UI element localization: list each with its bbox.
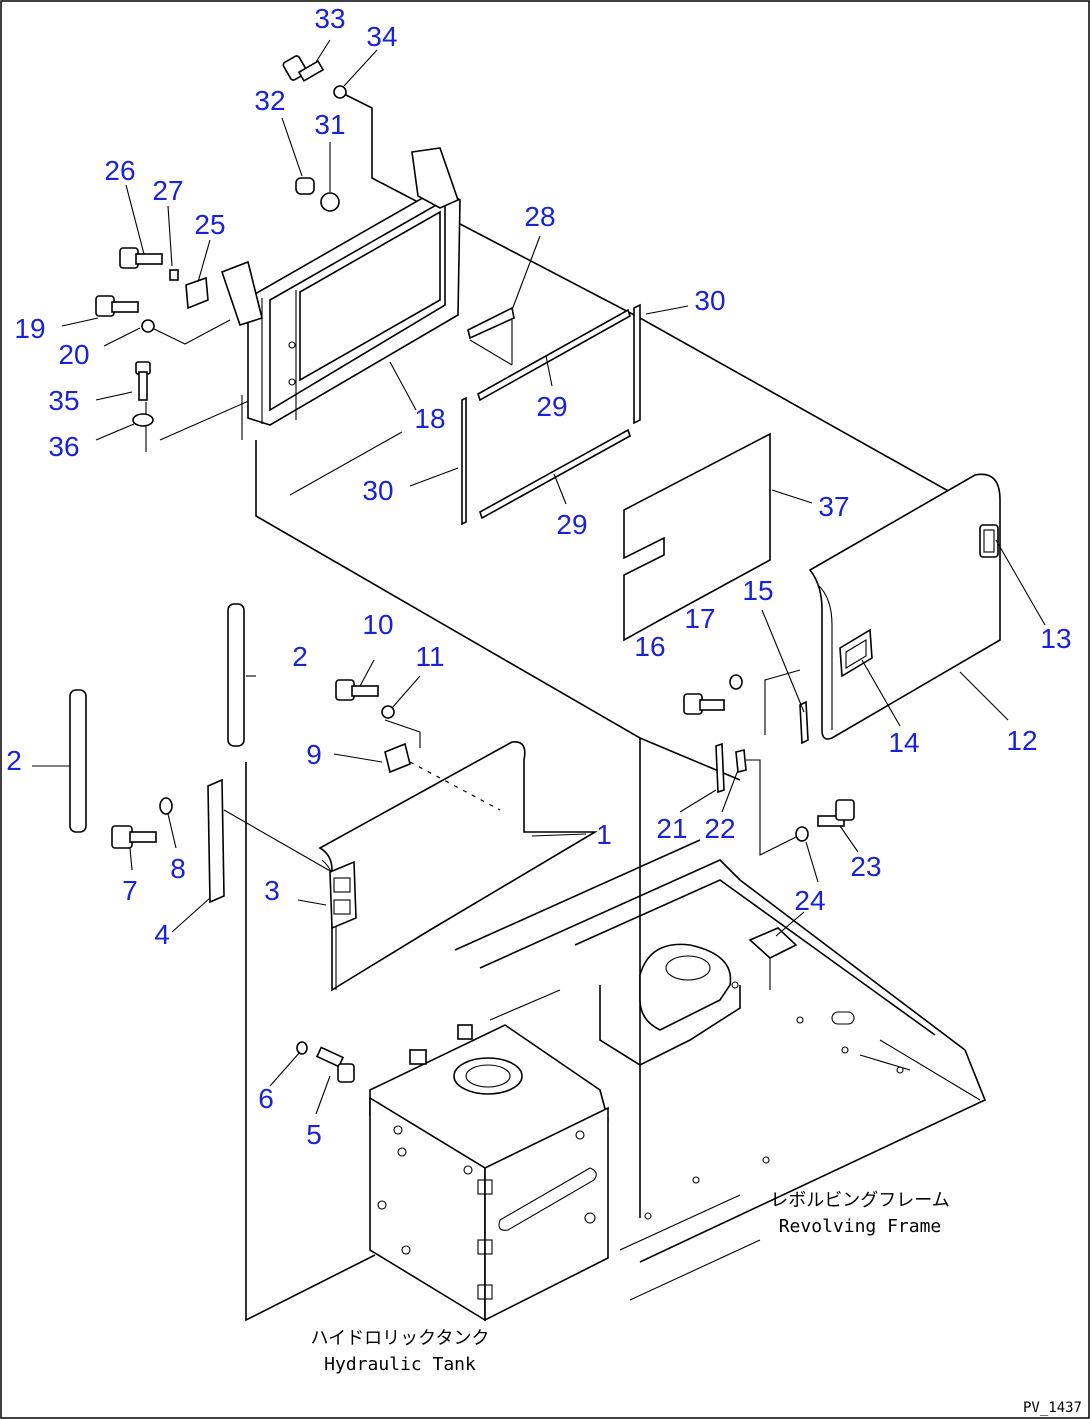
callout-5: 5 — [306, 1119, 322, 1150]
callout-4: 4 — [154, 919, 170, 950]
washer-20 — [141, 319, 155, 333]
seal-28 — [467, 306, 515, 340]
bolt-19 — [95, 295, 139, 317]
tank-cover — [318, 741, 598, 992]
callout-2-right: 2 — [292, 641, 308, 672]
callout-2-left: 2 — [6, 745, 22, 776]
callout-18: 18 — [414, 403, 445, 434]
callout-21: 21 — [656, 813, 687, 844]
callout-28: 28 — [524, 201, 555, 232]
caption-hydraulic-tank-jp: ハイドロリックタンク — [311, 1328, 490, 1349]
washer-34 — [333, 85, 347, 99]
washer-6 — [296, 1041, 308, 1055]
callout-17: 17 — [684, 603, 715, 634]
seal-strip-29-upper — [477, 308, 631, 402]
washer-24 — [795, 826, 809, 842]
drawing-code: PV_1437 — [1023, 1400, 1082, 1416]
washer-27 — [169, 269, 179, 281]
callout-12: 12 — [1006, 725, 1037, 756]
callout-33: 33 — [314, 3, 345, 34]
callout-1: 1 — [596, 819, 612, 850]
hinge-21 — [715, 742, 725, 794]
radiator-guard-frame — [220, 147, 461, 440]
washer-11 — [381, 705, 395, 719]
callout-29-lower: 29 — [556, 509, 587, 540]
callout-29-upper: 29 — [536, 391, 567, 422]
callout-25: 25 — [194, 209, 225, 240]
callout-9: 9 — [306, 739, 322, 770]
callout-15: 15 — [742, 575, 773, 606]
bracket-4 — [207, 778, 225, 904]
callout-16: 16 — [634, 631, 665, 662]
callout-36: 36 — [48, 431, 79, 462]
leader-lines — [32, 39, 1046, 1115]
caption-revolving-frame-jp: レボルビングフレーム — [770, 1190, 949, 1211]
hinge-22 — [735, 748, 747, 774]
callout-27: 27 — [152, 175, 183, 206]
callout-32: 32 — [254, 85, 285, 116]
washer-8 — [159, 797, 173, 815]
callout-30-left: 30 — [362, 475, 393, 506]
callouts: 33 34 32 31 26 27 25 19 20 35 36 28 30 2… — [6, 3, 1071, 1150]
caption-revolving-frame-en: Revolving Frame — [779, 1216, 942, 1237]
hydraulic-tank — [369, 1024, 609, 1322]
callout-7: 7 — [122, 875, 138, 906]
callout-19: 19 — [14, 313, 45, 344]
seal-strip-29-lower — [479, 428, 631, 520]
seal-strip-30-left — [461, 396, 467, 526]
caption-hydraulic-tank-en: Hydraulic Tank — [324, 1354, 476, 1375]
seal-strip-2-right — [227, 603, 245, 747]
bolt-10 — [335, 679, 379, 701]
bolt-7 — [111, 825, 157, 849]
callout-8: 8 — [170, 853, 186, 884]
callout-24: 24 — [794, 885, 825, 916]
callout-22: 22 — [704, 813, 735, 844]
grommet-32 — [295, 177, 315, 195]
bolt-5 — [315, 1046, 355, 1083]
callout-13: 13 — [1040, 623, 1071, 654]
callout-34: 34 — [366, 21, 397, 52]
clip-9 — [384, 742, 411, 774]
callout-31: 31 — [314, 109, 345, 140]
callout-37: 37 — [818, 491, 849, 522]
washer-17 — [729, 674, 743, 690]
callout-20: 20 — [58, 339, 89, 370]
seal-strip-2-left — [69, 689, 87, 833]
side-cover — [808, 473, 1001, 740]
callout-10: 10 — [362, 609, 393, 640]
bolt-16 — [683, 693, 725, 715]
bolt-23 — [817, 799, 855, 827]
revolving-frame — [454, 839, 987, 1301]
cover-plate-37 — [623, 432, 771, 642]
callout-23: 23 — [850, 851, 881, 882]
callout-30-right: 30 — [694, 285, 725, 316]
callout-14: 14 — [888, 727, 919, 758]
washer-36 — [132, 413, 154, 427]
callout-11: 11 — [415, 641, 444, 672]
bolt-26 — [119, 247, 163, 269]
seal-strip-30-right — [633, 303, 641, 425]
bolt-35 — [135, 361, 151, 401]
bracket-25 — [185, 276, 209, 310]
callout-6: 6 — [258, 1083, 274, 1114]
bolt-33 — [282, 55, 325, 82]
callout-35: 35 — [48, 385, 79, 416]
callout-26: 26 — [104, 155, 135, 186]
callout-3: 3 — [264, 875, 280, 906]
cap-31 — [320, 192, 340, 212]
